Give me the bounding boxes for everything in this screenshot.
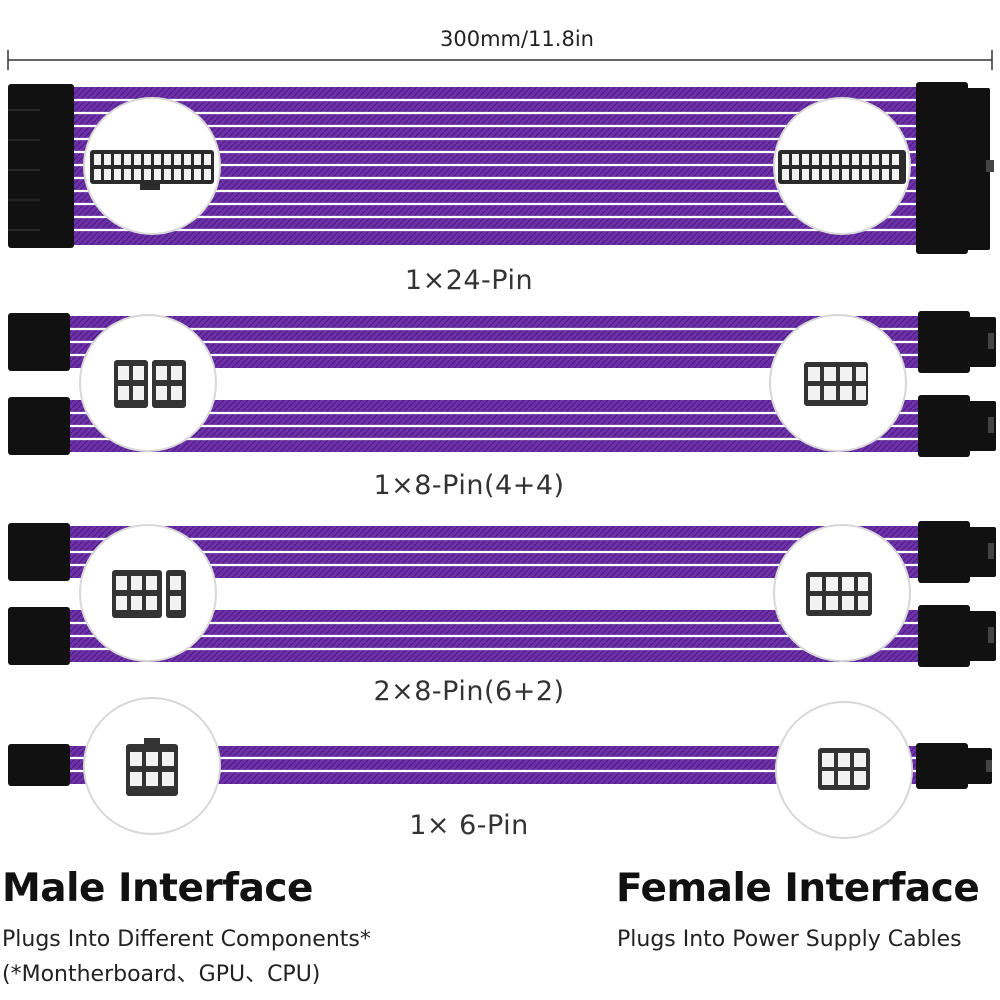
label-8pin-6plus2: 2×8-Pin(6+2) (373, 676, 565, 707)
label-8pin-4plus4: 1×8-Pin(4+4) (373, 470, 565, 501)
male-6pin-detail-circle (83, 697, 221, 835)
dimension-line (7, 50, 993, 70)
male-interface-note: (*Montherboard、GPU、CPU) (2, 962, 321, 987)
female-8pin-detail-circle-2 (773, 524, 911, 662)
female-latch-marks (986, 160, 994, 772)
female-connectors (916, 82, 996, 789)
female-interface-title: Female Interface (616, 866, 980, 911)
male-8pin-4plus4-detail-circle (79, 314, 217, 452)
label-24pin: 1×24-Pin (404, 265, 534, 296)
male-interface-title: Male Interface (2, 866, 313, 911)
male-8pin-6plus2-detail-circle (79, 524, 217, 662)
female-8pin-detail-circle-1 (769, 314, 907, 452)
female-24pin-detail-circle (773, 97, 911, 235)
label-6pin: 1× 6-Pin (409, 810, 529, 841)
male-interface-desc: Plugs Into Different Components* (2, 927, 371, 952)
male-connector-ribs (8, 109, 40, 231)
female-interface-desc: Plugs Into Power Supply Cables (617, 927, 962, 952)
female-6pin-detail-circle (775, 701, 913, 839)
male-24pin-detail-circle (83, 97, 221, 235)
cable-length-label: 300mm/11.8in (440, 27, 594, 51)
male-connectors (8, 84, 74, 786)
